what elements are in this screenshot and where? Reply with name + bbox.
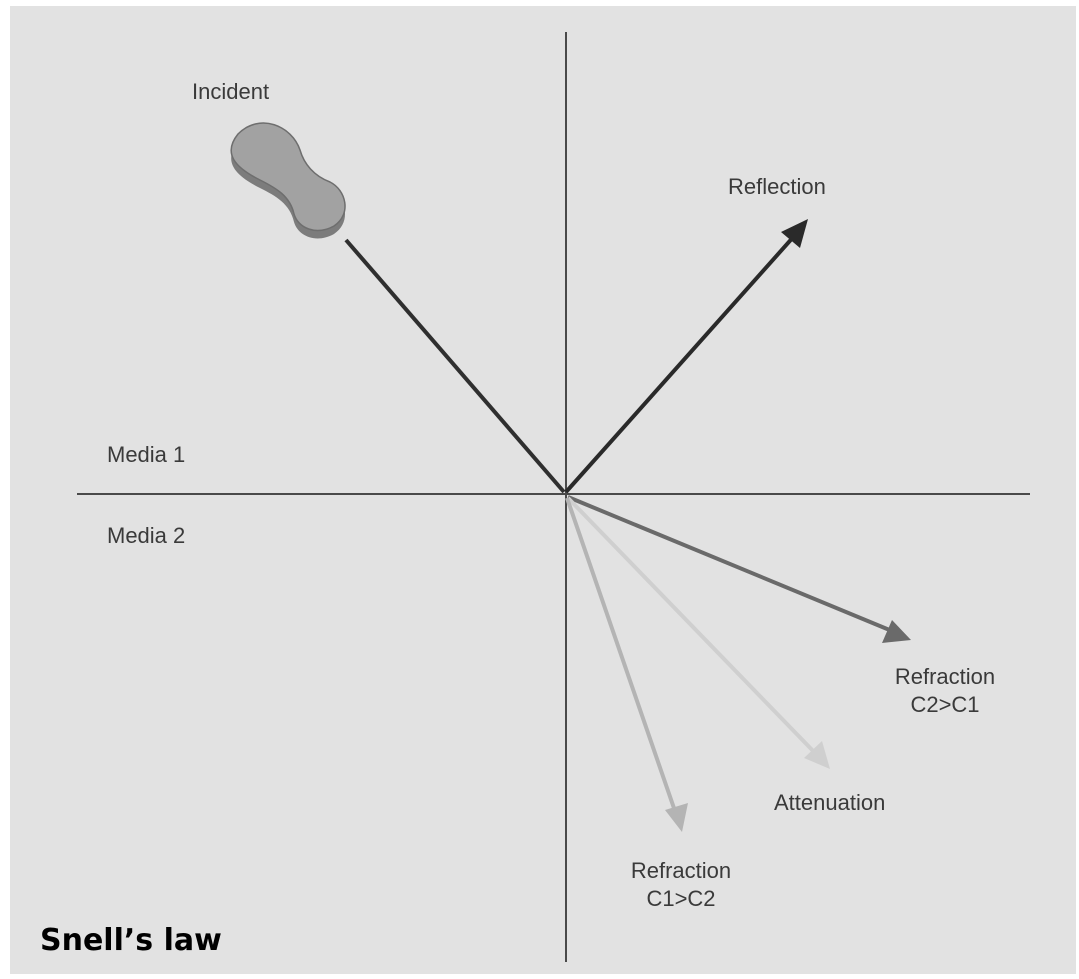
refraction-c1-greater-condition: C1>C2 [646,885,716,911]
refraction-c2-greater-title: Refraction [894,664,996,689]
reflection-label: Reflection [728,174,826,199]
attenuation-ray [566,496,830,769]
caption-title: Snell’s law [40,923,222,958]
refraction-c2-greater-condition: C2>C1 [910,691,980,717]
refraction-c1-greater-ray [565,497,688,832]
incident-label: Incident [192,79,270,104]
diagram-panel [10,6,1076,974]
transducer-probe-icon [230,122,346,239]
attenuation-label: Attenuation [774,790,886,815]
refraction-c1-greater-label: Refraction C1>C2 [608,857,754,912]
refraction-c2-greater-ray [567,495,911,643]
refraction-c1-greater-title: Refraction [630,858,732,883]
media-1-label: Media 1 [107,442,186,467]
reflection-ray [564,219,808,494]
refraction-c2-greater-label: Refraction C2>C1 [872,663,1018,718]
media-2-label: Media 2 [107,523,186,548]
incident-ray [344,238,566,494]
